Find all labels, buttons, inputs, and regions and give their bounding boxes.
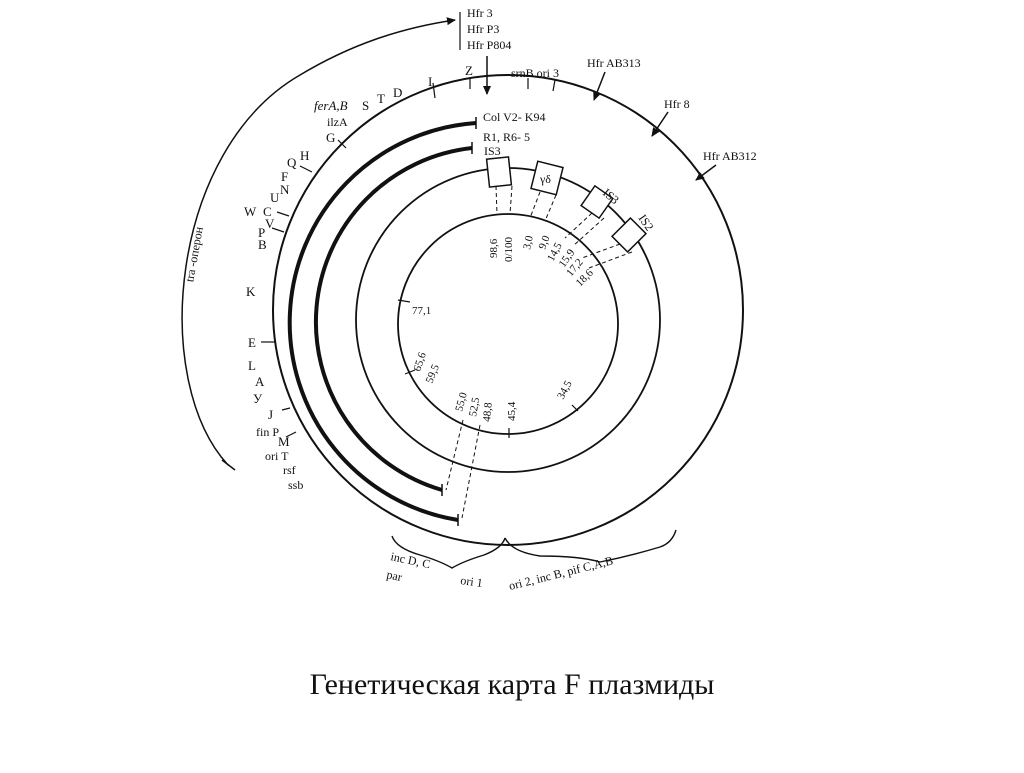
hfr-p804-label: Hfr P804 bbox=[467, 38, 511, 52]
gene-fera-b: ferA,B bbox=[314, 98, 348, 113]
gene-u-cyr: У bbox=[253, 391, 263, 406]
tick-65-6 bbox=[404, 369, 416, 375]
dash-7 bbox=[581, 243, 621, 259]
gene-g: G bbox=[326, 130, 335, 145]
ori3-tick bbox=[552, 79, 556, 92]
gene-q: Q bbox=[287, 155, 297, 170]
gene-s: S bbox=[362, 98, 369, 113]
tick-34-5 bbox=[571, 404, 579, 412]
gene-fin-p: fin P bbox=[256, 425, 279, 439]
gene-tick-j bbox=[281, 407, 291, 411]
pos-9-0: 9,0 bbox=[537, 234, 553, 251]
pos-55-0: 55,0 bbox=[453, 391, 470, 413]
is3-box-1 bbox=[485, 156, 513, 188]
tra-operon-arc bbox=[181, 17, 456, 466]
figure-caption: Генетическая карта F плазмиды bbox=[309, 668, 715, 701]
gene-c: C bbox=[263, 204, 272, 219]
hfr8-arrow bbox=[651, 111, 669, 137]
tra-operon-end-tick bbox=[221, 459, 236, 471]
bottom-ori1: ori 1 bbox=[460, 573, 484, 590]
brace-left bbox=[391, 535, 506, 569]
gene-l: L bbox=[248, 358, 256, 373]
dash-10 bbox=[461, 424, 481, 519]
colv2-label: Col V2- K94 bbox=[483, 110, 545, 124]
gene-u: U bbox=[270, 190, 280, 205]
gene-tick-w bbox=[276, 211, 290, 217]
pos-52-5: 52,5 bbox=[467, 396, 482, 418]
gene-ori-t: ori T bbox=[265, 449, 289, 463]
bottom-ori2-inc-b: ori 2, inc B, pif C,A,B bbox=[507, 553, 614, 592]
gene-d: D bbox=[393, 85, 402, 100]
dash-8 bbox=[588, 251, 633, 269]
gene-tick-h bbox=[299, 165, 313, 173]
is3-box-2 bbox=[580, 184, 614, 220]
gene-w: W bbox=[244, 204, 257, 219]
i-label: I bbox=[428, 74, 432, 89]
tick-77-1 bbox=[397, 299, 411, 303]
dash-3 bbox=[529, 191, 541, 219]
gene-ilza: ilzA bbox=[327, 115, 348, 129]
r1-bar bbox=[313, 146, 473, 492]
hfr-ab312-label: Hfr AB312 bbox=[703, 149, 757, 163]
z-label: Z bbox=[465, 63, 473, 78]
gamma-delta-label: γδ bbox=[539, 172, 551, 186]
gene-tick-b bbox=[271, 227, 285, 233]
outer-ring bbox=[272, 74, 744, 546]
r1-r65-label: R1, R6- 5 bbox=[483, 130, 530, 144]
gene-j: J bbox=[268, 407, 273, 422]
dash-5 bbox=[564, 212, 593, 239]
gene-t: T bbox=[377, 91, 385, 106]
dash-6 bbox=[572, 217, 605, 247]
hfr-ab313-label: Hfr AB313 bbox=[587, 56, 641, 70]
gene-f: F bbox=[281, 169, 288, 184]
hfr-ab312-arrow bbox=[695, 164, 717, 181]
gene-h: H bbox=[300, 148, 309, 163]
gamma-delta-box bbox=[530, 160, 564, 196]
pos-77-1: 77,1 bbox=[412, 305, 431, 317]
gene-n: N bbox=[280, 182, 290, 197]
pos-0-100: 0/100 bbox=[503, 236, 515, 262]
is3-label-1: IS3 bbox=[484, 144, 501, 158]
inner-ring bbox=[397, 213, 619, 435]
gene-p: P bbox=[258, 225, 265, 240]
pos-59-5: 59,5 bbox=[424, 362, 443, 385]
gene-tick-m bbox=[285, 431, 297, 438]
gene-tick-g bbox=[337, 139, 347, 149]
gene-e: E bbox=[248, 335, 256, 350]
gene-ssb: ssb bbox=[288, 478, 303, 492]
hfr8-label: Hfr 8 bbox=[664, 97, 690, 111]
i-tick bbox=[432, 82, 436, 99]
dash-9 bbox=[445, 419, 464, 491]
pos-98-6: 98,6 bbox=[488, 238, 500, 258]
pos-45-4: 45,4 bbox=[506, 401, 518, 421]
tra-operon-label: tra -оперон bbox=[182, 225, 206, 283]
gene-v: V bbox=[265, 216, 275, 231]
gene-a: A bbox=[255, 374, 265, 389]
dash-4 bbox=[544, 194, 557, 222]
pos-48-8: 48,8 bbox=[481, 402, 495, 423]
dash-1 bbox=[495, 185, 498, 215]
srnb-ori3-label: srnB ori 3 bbox=[511, 66, 559, 80]
dash-2 bbox=[509, 185, 513, 215]
hfr-ab313-arrow bbox=[593, 71, 606, 101]
hfr3-label: Hfr 3 bbox=[467, 6, 493, 20]
pos-65-6: 65,6 bbox=[411, 350, 429, 372]
pos-34-5: 34,5 bbox=[555, 378, 575, 401]
gene-rsf: rsf bbox=[283, 463, 296, 477]
pos-3-0: 3,0 bbox=[521, 234, 536, 250]
gene-k: K bbox=[246, 284, 256, 299]
hfr-p3-label: Hfr P3 bbox=[467, 22, 499, 36]
brace-right bbox=[504, 529, 677, 563]
gene-m: M bbox=[278, 434, 290, 449]
colv2-bar bbox=[287, 121, 477, 522]
bottom-par: par bbox=[385, 567, 403, 584]
gene-b: B bbox=[258, 237, 267, 252]
